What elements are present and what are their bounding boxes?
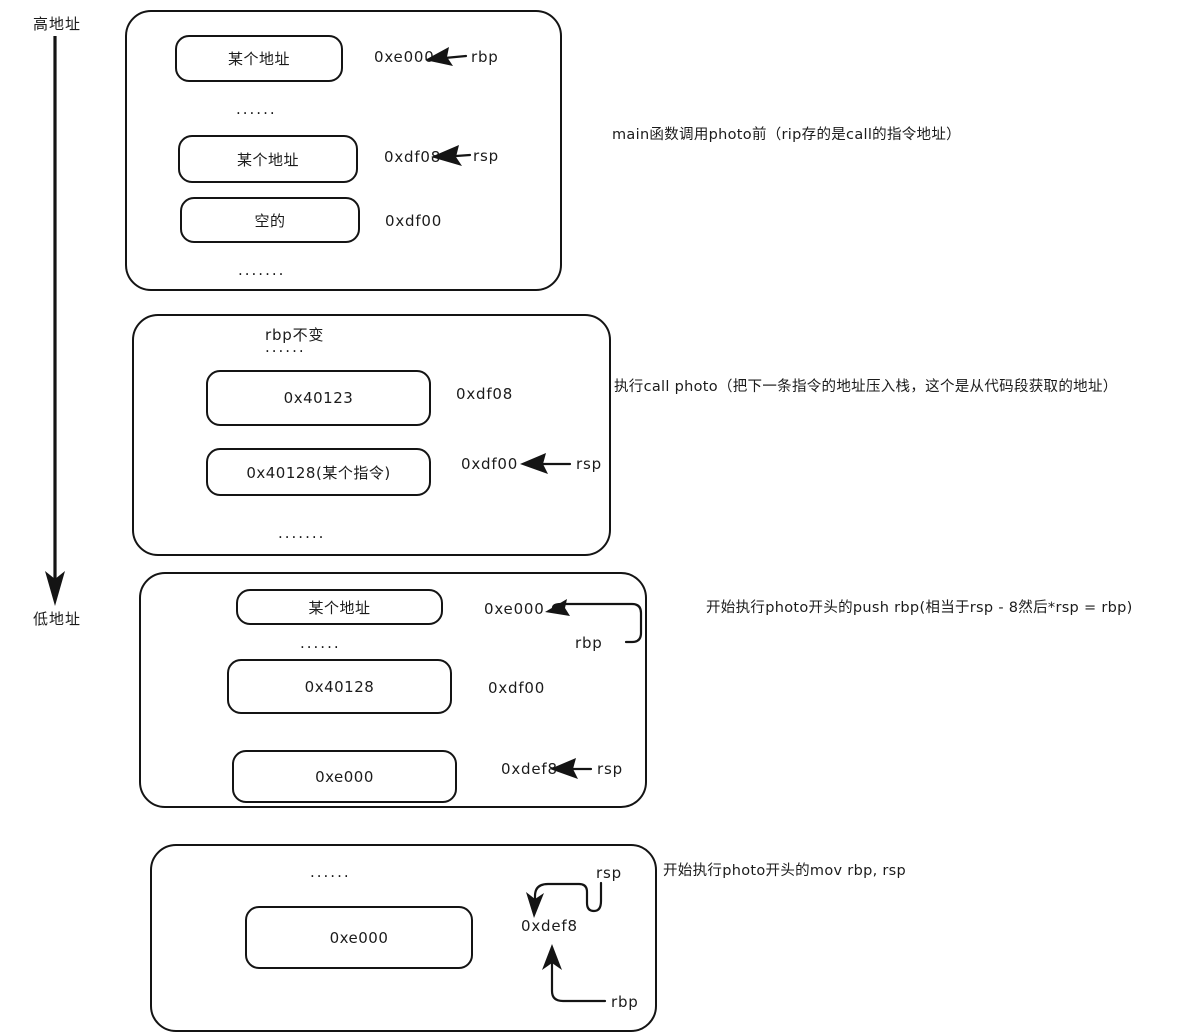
slot-address-label: 0xdf08 (456, 385, 514, 403)
stack-slot: 某个地址 (175, 35, 343, 82)
stack-slot: 某个地址 (178, 135, 358, 183)
slot-address-label: 0xdf08 (384, 148, 442, 166)
frame-2-caption: 执行call photo（把下一条指令的地址压入栈，这个是从代码段获取的地址） (614, 379, 1118, 395)
ellipsis-dots: ...... (310, 863, 351, 881)
stack-slot: 0xe000 (232, 750, 457, 803)
axis-low-address-label: 低地址 (33, 610, 82, 628)
register-pointer-rsp: rsp (473, 147, 499, 165)
register-pointer-rsp: rsp (596, 864, 622, 882)
slot-address-label: 0xe000 (484, 600, 545, 618)
slot-address-label: 0xdf00 (488, 679, 546, 697)
rbp-unchanged-label: rbp不变 (265, 326, 325, 344)
stack-slot: 0x40123 (206, 370, 431, 426)
axis-high-address-label: 高地址 (33, 15, 82, 33)
register-pointer-rbp: rbp (471, 48, 499, 66)
register-pointer-rsp: rsp (597, 760, 623, 778)
register-pointer-rsp: rsp (576, 455, 602, 473)
ellipsis-dots: ....... (278, 524, 326, 542)
frame-1-caption: main函数调用photo前（rip存的是call的指令地址） (612, 127, 961, 143)
ellipsis-dots: ...... (300, 634, 341, 652)
stack-slot: 0xe000 (245, 906, 473, 969)
stack-frame-2 (132, 314, 611, 556)
slot-address-label: 0xdef8 (501, 760, 558, 778)
frame-4-caption: 开始执行photo开头的mov rbp, rsp (663, 863, 907, 879)
frame-3-caption: 开始执行photo开头的push rbp(相当于rsp - 8然后*rsp = … (706, 600, 1133, 616)
ellipsis-dots: ....... (238, 261, 286, 279)
stack-slot: 0x40128(某个指令) (206, 448, 431, 496)
register-pointer-rbp: rbp (611, 993, 639, 1011)
slot-address-label: 0xdf00 (385, 212, 443, 230)
stack-slot: 0x40128 (227, 659, 452, 714)
register-pointer-rbp: rbp (575, 634, 603, 652)
ellipsis-dots: ...... (236, 100, 277, 118)
down-arrow-icon (45, 36, 65, 606)
slot-address-label: 0xdef8 (521, 917, 578, 935)
ellipsis-dots: ...... (265, 338, 306, 356)
stack-slot: 空的 (180, 197, 360, 243)
slot-address-label: 0xdf00 (461, 455, 519, 473)
stack-slot: 某个地址 (236, 589, 443, 625)
slot-address-label: 0xe000 (374, 48, 435, 66)
